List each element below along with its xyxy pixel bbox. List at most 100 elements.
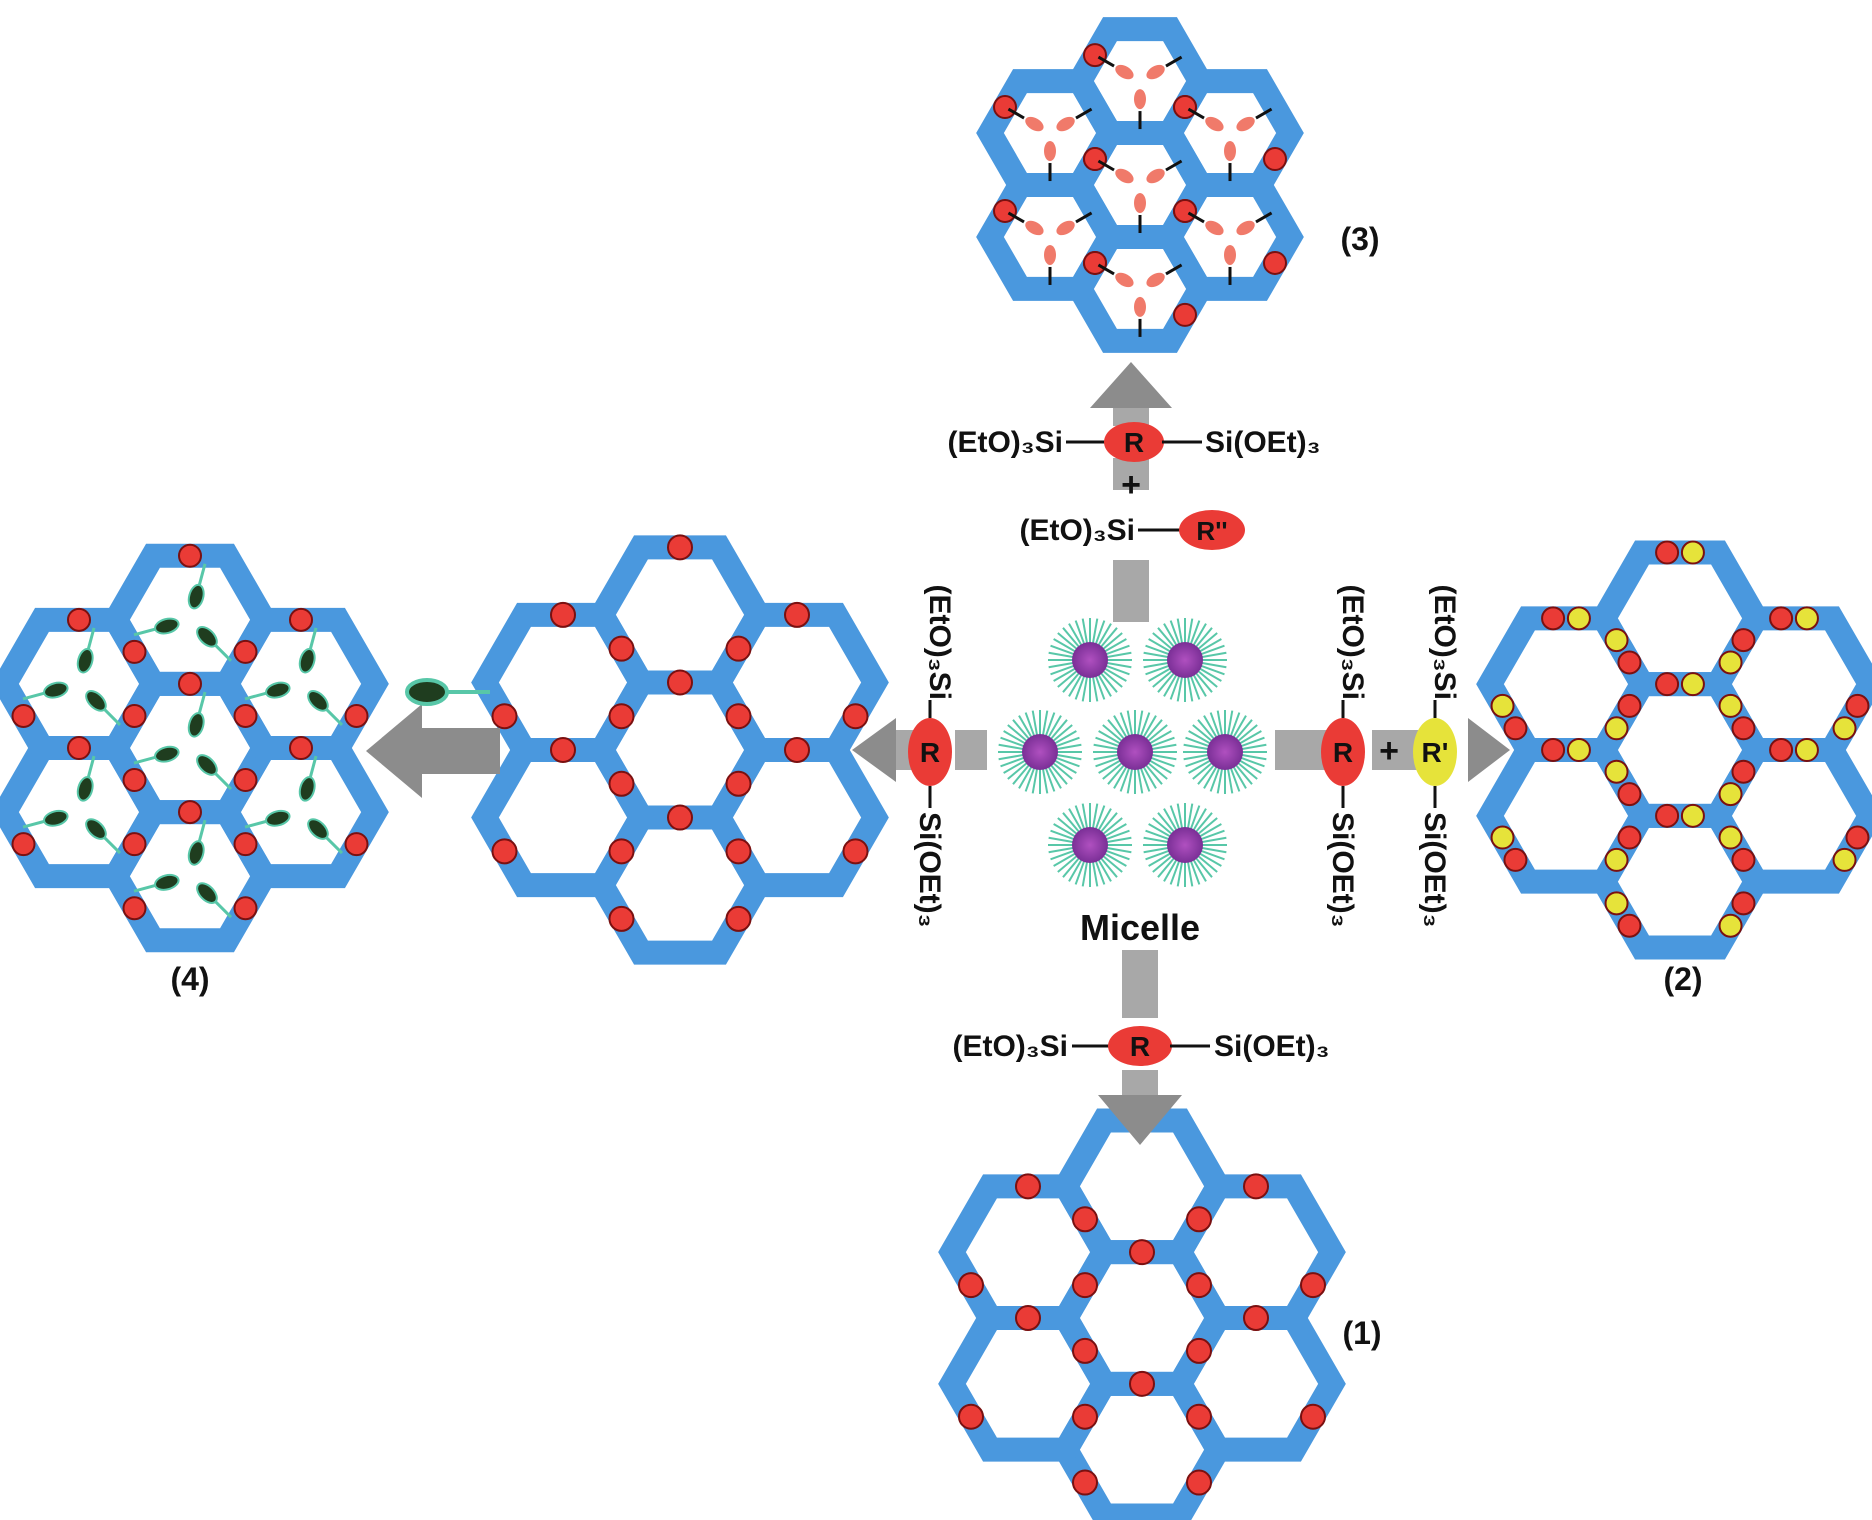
surfactant-tail (1053, 667, 1077, 682)
surfactant-tail (1097, 673, 1112, 697)
surfactant-tail (1192, 808, 1207, 832)
surfactant-tail (1189, 805, 1201, 831)
grafted-group (43, 809, 69, 827)
surfactant-tail (1198, 823, 1222, 838)
surfactant-tail (1148, 852, 1172, 867)
surfactant-tail (1196, 669, 1218, 688)
organic-bridge-node (842, 703, 869, 730)
surfactant-tail (1169, 859, 1181, 885)
surfactant-tail (1074, 674, 1086, 700)
organic-bridge-node (1173, 302, 1197, 327)
organic-bridge-node (1731, 891, 1756, 916)
framework-intermediate-pmo (471, 534, 889, 965)
surfactant-tail (1176, 675, 1184, 702)
surfactant-tail (1194, 812, 1213, 834)
surfactant-tail (1107, 719, 1126, 741)
plus-sign-right: + (1379, 732, 1399, 770)
micelle-core (1022, 734, 1058, 770)
surfactant-tail (1199, 644, 1225, 656)
organic-bridge-node (725, 905, 752, 932)
surfactant-tail (1194, 627, 1213, 649)
organic-bridge-node (1015, 1173, 1041, 1200)
organic-bridge-node (1173, 198, 1197, 223)
surfactant-tail (1098, 759, 1122, 774)
terminal-linker (1075, 107, 1093, 120)
organic-bridge-node (122, 832, 147, 857)
organic-bridge-node (608, 905, 635, 932)
surfactant-tail (1192, 724, 1214, 743)
organic-bridge-node (1794, 738, 1819, 762)
surfactant-tail (1095, 736, 1121, 748)
grafted-group (187, 583, 205, 610)
surfactant-tail (1081, 618, 1089, 645)
organic-bridge-node (1604, 847, 1629, 872)
surfactant-tail (1053, 638, 1077, 653)
bridge-r-oval (908, 718, 952, 786)
surfactant-tail (1097, 858, 1112, 882)
terminal-group (1056, 220, 1075, 236)
terminal-group (1134, 89, 1146, 110)
bridge-r-prime-oval (1413, 718, 1457, 786)
surfactant-tail (1152, 817, 1174, 836)
surfactant-tail (1119, 766, 1131, 792)
arrow-down-to-1 (1098, 950, 1182, 1145)
surfactant-tail (1050, 849, 1076, 861)
surfactant-tail (1143, 836, 1170, 844)
framework-4-grafted-pmo (0, 543, 389, 953)
surfactant-tail (1101, 669, 1123, 688)
organic-bridge-node (1718, 650, 1743, 675)
grafted-linker (197, 819, 207, 844)
hexagonal-pore-wall (471, 738, 655, 898)
precursor-left-group: (EtO)₃Si (1428, 584, 1461, 700)
surfactant-tail (1186, 803, 1194, 830)
organic-bridge-node (289, 607, 313, 632)
surfactant-tail (1041, 767, 1049, 794)
grafted-group (298, 648, 316, 674)
grafted-group (307, 690, 329, 712)
surfactant-tail (1176, 860, 1184, 887)
grafted-group (85, 818, 107, 840)
surfactant-tail (1186, 618, 1194, 645)
surfactant-tail (1105, 846, 1132, 854)
organic-bridge-node (1243, 1173, 1269, 1200)
terminal-group (1224, 141, 1236, 162)
terminal-group (1056, 116, 1075, 132)
organic-bridge-node (1655, 540, 1680, 565)
surfactant-tail (1105, 661, 1132, 669)
terminal-group (1044, 141, 1056, 162)
organic-bridge-node (1604, 759, 1629, 784)
organic-bridge-node (1845, 825, 1870, 850)
surfactant-tail (1104, 849, 1130, 861)
surfactant-tail (1189, 674, 1201, 700)
surfactant-tail (1157, 671, 1176, 693)
surfactant-tail (1238, 759, 1262, 774)
organic-bridge-node (1186, 1469, 1212, 1496)
surfactant-tail (1047, 715, 1062, 739)
surfactant-tail (1101, 854, 1123, 873)
surfactant-tail (1196, 817, 1218, 836)
organic-bridge-node (667, 534, 693, 561)
micelle-core (1207, 734, 1243, 770)
surfactant-tail (1183, 753, 1210, 761)
hexagonal-pore-wall (705, 602, 889, 762)
surfactant-tail (1150, 753, 1177, 761)
surfactant-tail (1062, 856, 1081, 878)
surfactant-tail (1012, 763, 1031, 785)
surfactant-tail (1091, 675, 1099, 702)
surfactant-tail (1126, 710, 1134, 737)
organic-bridge-node (1655, 672, 1680, 697)
precursor-right-group: Si(OEt)₃ (1205, 426, 1321, 459)
surfactant-tail (1053, 823, 1077, 838)
surfactant-tail (1062, 812, 1081, 834)
surfactant-tail (1200, 661, 1227, 669)
surfactant-tail (1062, 627, 1081, 649)
framework-3-periodic-mesoporous-organosilica-with-terminal-groups (976, 17, 1304, 353)
product-4-label: (4) (170, 961, 209, 997)
organic-bridge-node (1541, 606, 1566, 631)
organic-bridge-node (608, 635, 635, 662)
surfactant-tail (1199, 664, 1225, 676)
surfactant-tail (1048, 846, 1075, 854)
surfactant-tail (1145, 644, 1171, 656)
organic-bridge-node (1718, 693, 1743, 718)
